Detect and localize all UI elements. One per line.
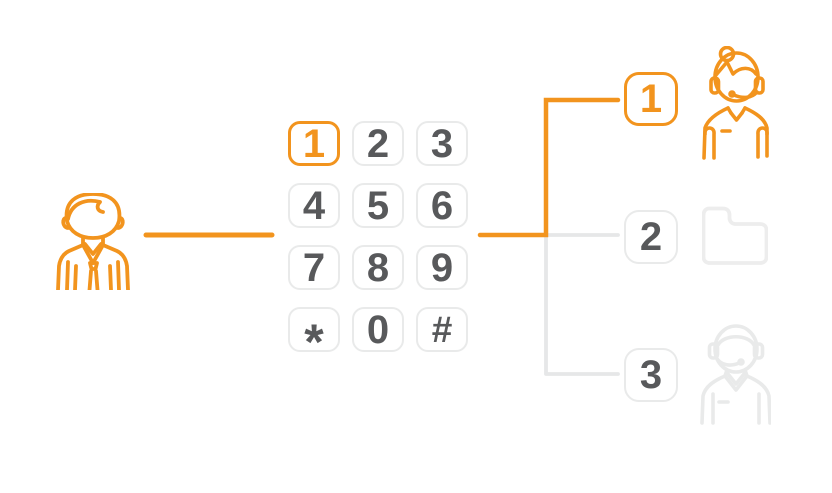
menu-option-2-label: 2 <box>639 215 663 259</box>
support-agent-male-icon <box>699 324 772 425</box>
menu-option-3-key[interactable]: 3 <box>624 348 678 402</box>
keypad-key-4-label: 4 <box>302 183 326 228</box>
keypad-key-8-label: 8 <box>366 245 390 290</box>
support-agent-female-icon <box>700 45 770 168</box>
connector-gray-branches <box>544 233 620 376</box>
keypad-key-6[interactable]: 6 <box>416 183 468 228</box>
folder-icon <box>701 206 769 266</box>
keypad-key-star[interactable]: * <box>288 307 340 352</box>
keypad-key-8[interactable]: 8 <box>352 245 404 290</box>
keypad-key-3[interactable]: 3 <box>416 121 468 166</box>
keypad-key-hash[interactable]: # <box>416 307 468 352</box>
keypad-key-5-label: 5 <box>366 183 390 228</box>
keypad-key-9-label: 9 <box>430 245 454 290</box>
keypad-key-4[interactable]: 4 <box>288 183 340 228</box>
keypad-key-9[interactable]: 9 <box>416 245 468 290</box>
menu-option-2-key[interactable]: 2 <box>624 210 678 264</box>
keypad-key-1-label: 1 <box>302 121 326 166</box>
keypad-key-5[interactable]: 5 <box>352 183 404 228</box>
caller-person-icon <box>55 192 131 292</box>
keypad-key-hash-label: # <box>431 309 453 350</box>
keypad-key-7-label: 7 <box>302 245 326 290</box>
menu-option-3-label: 3 <box>639 353 663 397</box>
keypad-key-6-label: 6 <box>430 183 454 228</box>
keypad-key-2[interactable]: 2 <box>352 121 404 166</box>
keypad-key-star-label: * <box>304 313 324 352</box>
keypad-key-7[interactable]: 7 <box>288 245 340 290</box>
menu-option-1-key[interactable]: 1 <box>624 72 678 126</box>
keypad-key-0[interactable]: 0 <box>352 307 404 352</box>
keypad-key-0-label: 0 <box>366 307 390 352</box>
keypad-key-2-label: 2 <box>366 121 390 166</box>
menu-option-1-label: 1 <box>639 77 663 121</box>
keypad-key-1[interactable]: 1 <box>288 121 340 166</box>
connector-keypad-to-option1 <box>477 97 621 238</box>
phone-keypad: 1 2 3 4 5 6 7 8 9 * 0 # <box>288 121 468 352</box>
keypad-key-3-label: 3 <box>430 121 454 166</box>
